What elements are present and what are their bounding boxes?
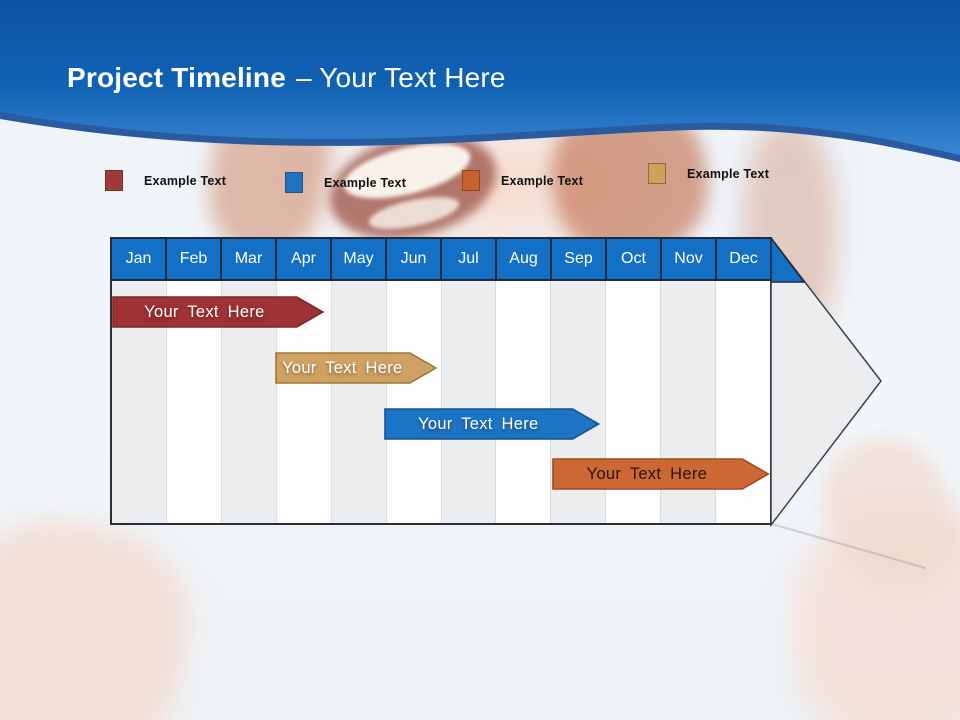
- legend-label: Example Text: [144, 173, 227, 188]
- grid-column-jun: [386, 281, 442, 523]
- slide-title-bold: Project Timeline: [67, 62, 286, 93]
- month-cell-mar: Mar: [222, 239, 277, 279]
- legend-item-1: Example Text: [105, 170, 226, 191]
- legend-swatch-icon: [285, 172, 303, 193]
- legend-item-4: Example Text: [648, 163, 769, 184]
- legend-item-2: Example Text: [285, 172, 406, 193]
- legend-label: Example Text: [687, 166, 770, 181]
- month-cell-jan: Jan: [112, 239, 167, 279]
- legend-swatch-icon: [462, 170, 480, 191]
- month-cell-dec: Dec: [729, 250, 758, 267]
- month-cell-apr: Apr: [277, 239, 332, 279]
- board-edge-line: [771, 523, 927, 570]
- arrowhead-header-corner: [770, 237, 806, 283]
- gantt-bar-label: Your Text Here: [144, 303, 265, 321]
- legend-item-3: Example Text: [462, 170, 583, 191]
- gantt-bar-shape: [384, 408, 601, 440]
- gantt-bar-2: Your Text Here: [275, 352, 438, 384]
- background-hand-right: [795, 515, 960, 720]
- gantt-bar-label: Your Text Here: [418, 415, 539, 433]
- gantt-bar-shape: [275, 352, 438, 384]
- month-cell-may: May: [332, 239, 387, 279]
- gantt-bar-shape: [112, 296, 325, 328]
- month-cell-sep: Sep: [552, 239, 607, 279]
- slide-title: Project Timeline – Your Text Here: [67, 62, 506, 94]
- month-cell-nov: Nov: [662, 239, 717, 279]
- timeline-arrowhead: [770, 237, 882, 527]
- grid-column-may: [331, 281, 387, 523]
- month-cell-oct: Oct: [607, 239, 662, 279]
- grid-column-jul: [441, 281, 497, 523]
- gantt-bar-label: Your Text Here: [586, 465, 708, 483]
- gantt-bar-label: Your Text Here: [282, 359, 403, 377]
- gantt-bar-4: Your Text Here: [551, 458, 770, 490]
- background-arm-left: [0, 503, 207, 720]
- gantt-bar-3: Your Text Here: [384, 408, 601, 440]
- legend-swatch-icon: [648, 163, 666, 184]
- month-cell-aug: Aug: [497, 239, 552, 279]
- grid-column-aug: [496, 281, 552, 523]
- legend-label: Example Text: [501, 173, 584, 188]
- month-cell-jun: Jun: [387, 239, 442, 279]
- slide-title-rest: – Your Text Here: [295, 62, 506, 93]
- gantt-bar-1: Your Text Here: [112, 296, 325, 328]
- legend-swatch-icon: [105, 170, 123, 191]
- month-cell-jul: Jul: [442, 239, 497, 279]
- gantt-bar-shape: [551, 458, 770, 490]
- month-cell-feb: Feb: [167, 239, 222, 279]
- legend-label: Example Text: [324, 175, 407, 190]
